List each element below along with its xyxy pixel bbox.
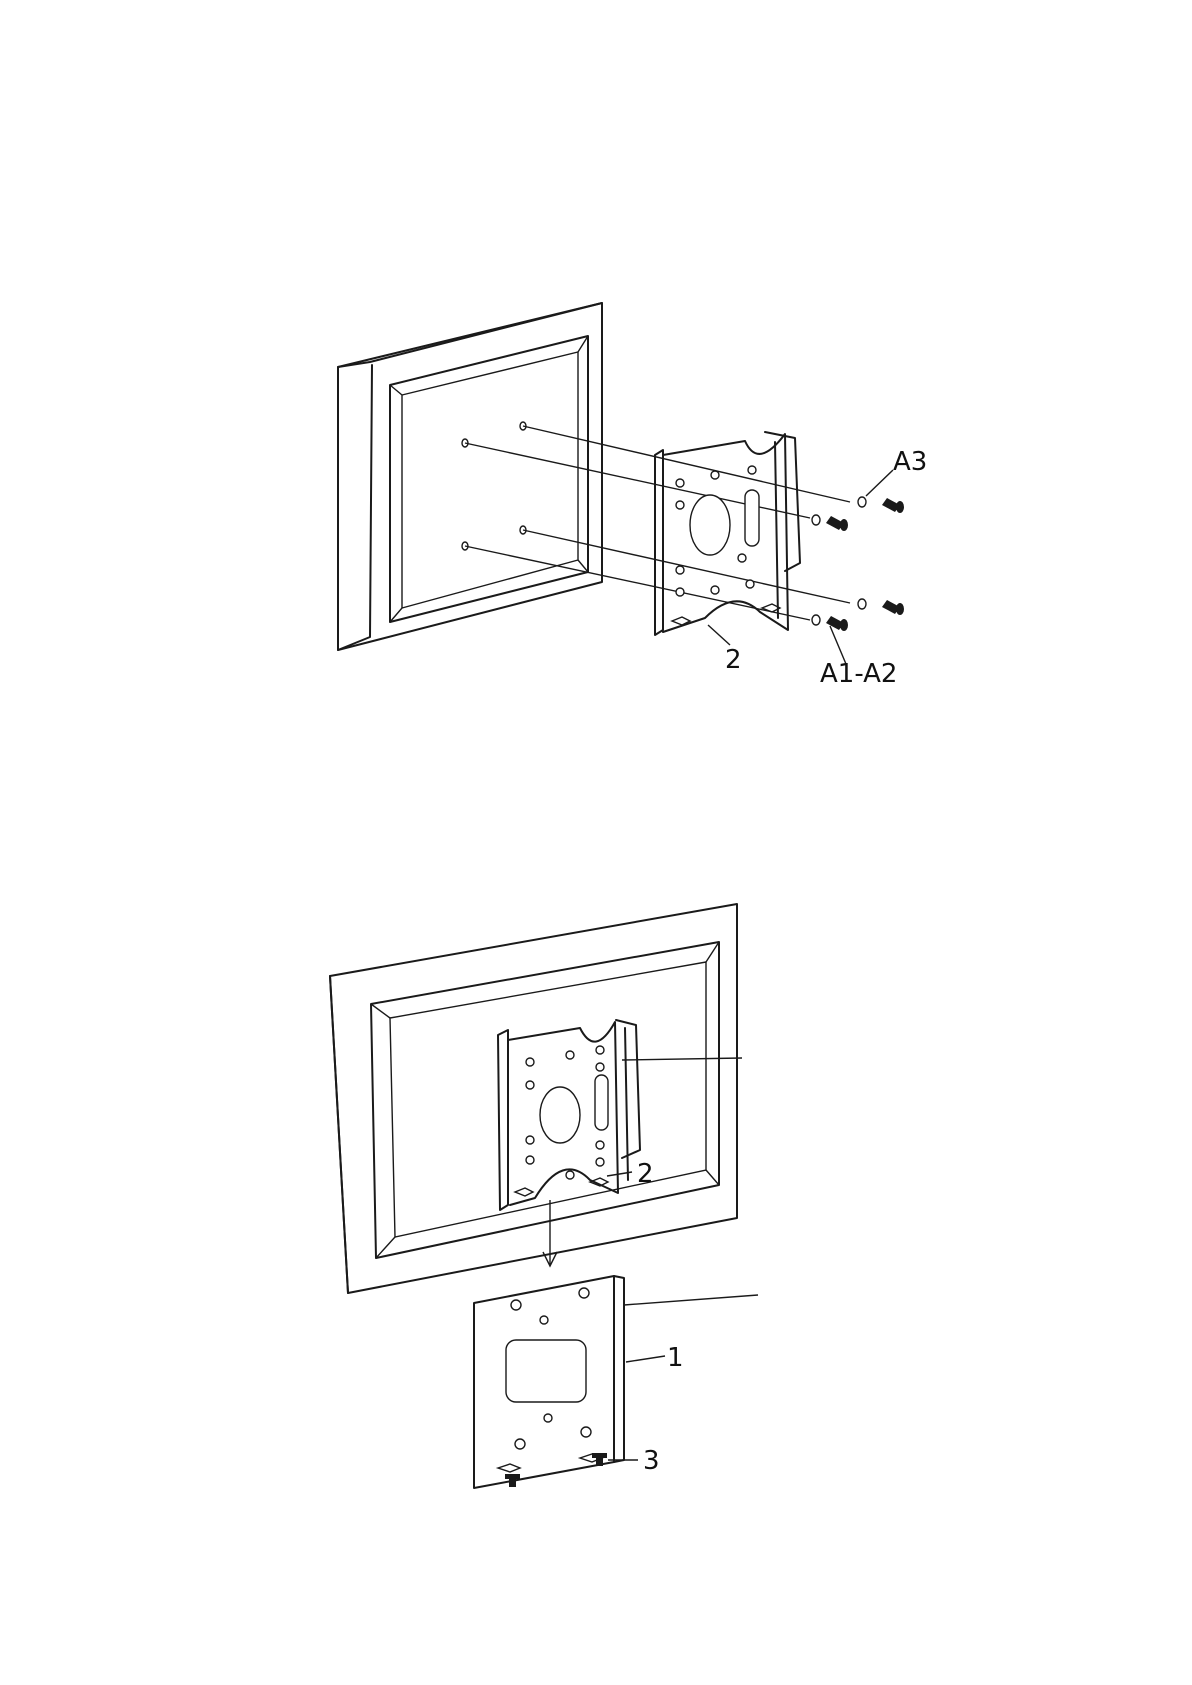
washer — [858, 599, 866, 609]
label-bracket-2-step1: 2 — [725, 645, 742, 675]
label-screws-3: 3 — [643, 1446, 660, 1476]
callout-lines-step2 — [607, 1058, 758, 1460]
bracket-2-step2 — [498, 1020, 640, 1210]
label-wall-plate-1: 1 — [667, 1343, 684, 1373]
mounting-holes-monitor — [462, 422, 526, 550]
washer — [812, 515, 820, 525]
screw — [882, 600, 904, 615]
label-screws-a1-a2: A1-A2 — [820, 659, 897, 689]
step2-figure: 2 1 3 — [330, 904, 758, 1488]
washer — [858, 497, 866, 507]
screw — [826, 616, 848, 631]
screw-set-3 — [505, 1453, 607, 1487]
screw — [826, 516, 848, 531]
down-arrow — [543, 1200, 557, 1266]
step1-figure: 2 A3 A1-A2 — [338, 303, 927, 689]
alignment-lines-step1 — [465, 426, 850, 620]
screw-set-step1 — [812, 497, 904, 631]
washer — [812, 615, 820, 625]
screw — [882, 498, 904, 513]
monitor-frame-step2 — [330, 904, 737, 1293]
label-screws-a3: A3 — [893, 447, 927, 477]
monitor-frame-step1 — [338, 303, 602, 650]
label-bracket-2-step2: 2 — [637, 1159, 654, 1189]
